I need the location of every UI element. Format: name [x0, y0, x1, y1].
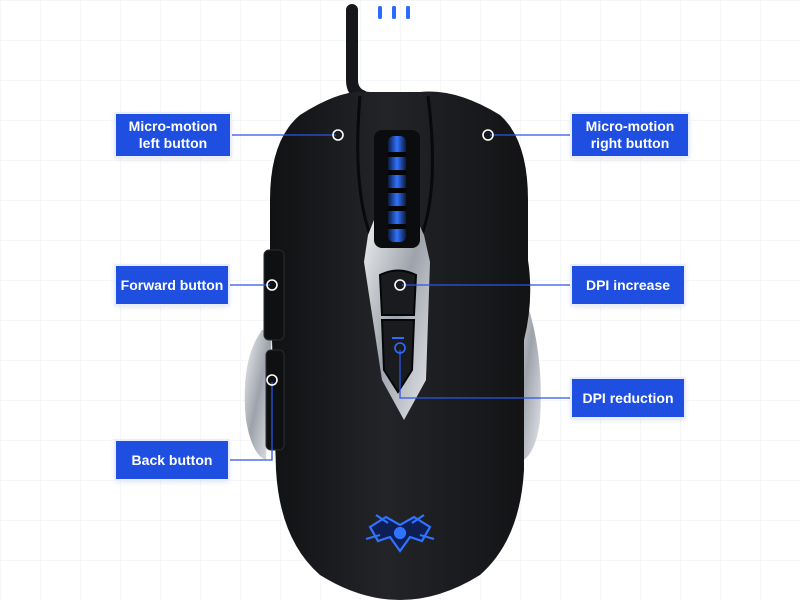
- callout-line: left button: [138, 135, 208, 151]
- back-button-callout: Back button: [116, 441, 228, 479]
- forward-button-callout: Forward button: [116, 266, 228, 304]
- spider-emblem-icon: [365, 514, 435, 553]
- forward-button-shape: [263, 249, 285, 341]
- micro-motion-left-button-callout: Micro-motion left button: [116, 114, 230, 156]
- cable: [346, 4, 368, 102]
- callout-label: DPI reduction: [582, 389, 674, 406]
- callout-line: right button: [590, 135, 670, 151]
- dpi-increase-callout: DPI increase: [572, 266, 684, 304]
- micro-motion-right-button-callout: Micro-motion right button: [572, 114, 688, 156]
- callout-label: Forward button: [120, 276, 224, 293]
- left-silver-panel: [244, 330, 272, 460]
- callout-line: Micro-motion: [128, 118, 218, 134]
- back-button-shape: [265, 349, 285, 451]
- dpi-reduction-shape: [380, 319, 416, 394]
- dpi-increase-shape: [378, 269, 418, 316]
- callout-label: DPI increase: [585, 276, 671, 293]
- callout-line: Micro-motion: [585, 118, 675, 134]
- dpi-reduction-callout: DPI reduction: [572, 379, 684, 417]
- callout-label: Back button: [131, 451, 213, 468]
- top-bars-icon: [378, 6, 410, 19]
